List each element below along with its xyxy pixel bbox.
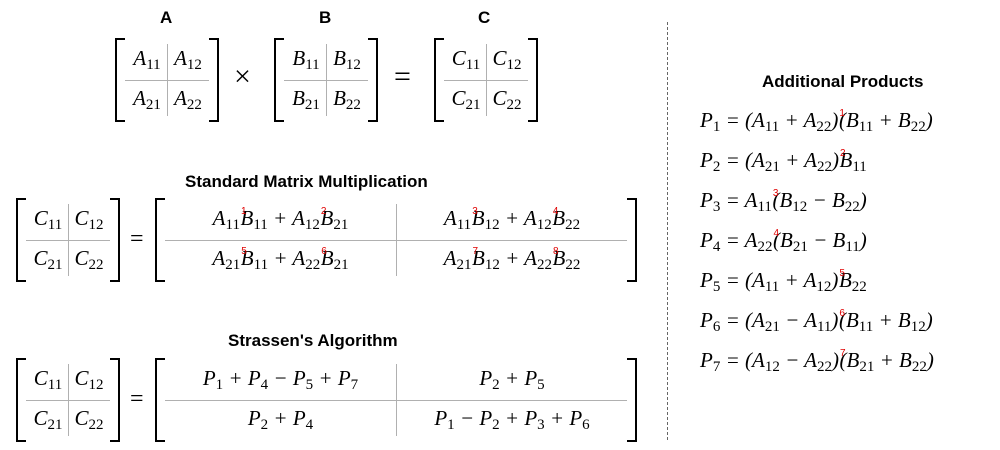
multiplication-marker: 3 — [472, 206, 478, 217]
matrix-c-cell: C11 — [451, 46, 481, 73]
standard-result-matrix: C11 C12 C21 C22 — [16, 198, 120, 282]
product-p4: P4 = A224(B21 − B11) — [700, 228, 867, 255]
product-p3: P3 = A113(B12 − B22) — [700, 188, 867, 215]
matrix-a-cell: A12 — [174, 46, 202, 73]
multiplication-marker: 8 — [552, 246, 559, 257]
product-marker: 5 — [839, 268, 845, 279]
matrix-c-cell: C12 — [492, 46, 522, 73]
product-marker: 3 — [772, 188, 779, 199]
strassen-result-matrix: C11 C12 C21 C22 — [16, 358, 120, 442]
times-sign: × — [234, 60, 251, 93]
product-marker: 6 — [839, 308, 845, 319]
additional-products-title: Additional Products — [762, 72, 924, 91]
multiplication-marker: 7 — [472, 246, 479, 257]
standard-cell: A113B12 + A124B22 — [443, 206, 581, 233]
product-p1: P1 = (A11 + A22)1(B11 + B22) — [700, 108, 933, 135]
strassen-equals-sign: = — [130, 386, 144, 412]
multiplication-marker: 6 — [321, 246, 327, 257]
standard-title: Standard Matrix Multiplication — [185, 172, 428, 191]
matrix-c-cell: C21 — [451, 86, 481, 113]
label-b: B — [319, 8, 332, 27]
equals-sign: = — [394, 60, 411, 93]
matrix-c: C11 C12 C21 C22 — [434, 38, 538, 122]
multiplication-marker: 5 — [241, 246, 247, 257]
multiplication-marker: 1 — [240, 206, 247, 217]
strassen-cell: P1 − P2 + P3 + P6 — [434, 406, 590, 433]
standard-cell: A215B11 + A226B21 — [212, 246, 349, 273]
product-p6: P6 = (A21 − A11)6(B11 + B12) — [700, 308, 933, 335]
strassen-cell: P1 + P4 − P5 + P7 — [202, 366, 359, 393]
strassen-title: Strassen's Algorithm — [228, 331, 398, 350]
multiplication-marker: 4 — [552, 206, 559, 217]
product-marker: 2 — [839, 148, 846, 159]
matrix-a-cell: A11 — [133, 46, 161, 73]
strassen-cell: P2 + P4 — [247, 406, 314, 433]
section-divider — [667, 22, 668, 440]
matrix-b-cell: B22 — [333, 86, 361, 113]
standard-equals-sign: = — [130, 226, 144, 252]
matrix-b-cell: B12 — [333, 46, 361, 73]
standard-expansion-matrix: A111B11 + A122B21 A113B12 + A124B22 A215… — [155, 198, 637, 282]
standard-cell: A111B11 + A122B21 — [212, 206, 349, 233]
label-a: A — [160, 8, 173, 27]
product-marker: 7 — [839, 348, 846, 359]
standard-cell: A217B12 + A228B22 — [443, 246, 581, 273]
product-p7: P7 = (A12 − A22)7(B21 + B22) — [700, 348, 934, 375]
product-marker: 4 — [773, 228, 780, 239]
matrix-a-cell: A22 — [174, 86, 202, 113]
matrix-b-cell: B11 — [292, 46, 320, 73]
label-c: C — [478, 8, 491, 27]
multiplication-marker: 2 — [320, 206, 327, 217]
matrix-a: A11 A12 A21 A22 — [115, 38, 219, 122]
product-p2: P2 = (A21 + A22)2B11 — [700, 148, 867, 175]
matrix-b: B11 B12 B21 B22 — [274, 38, 378, 122]
matrix-a-cell: A21 — [133, 86, 161, 113]
matrix-c-cell: C22 — [492, 86, 522, 113]
product-p5: P5 = (A11 + A12)5B22 — [700, 268, 867, 295]
strassen-expansion-matrix: P1 + P4 − P5 + P7 P2 + P5 P2 + P4 P1 − P… — [155, 358, 637, 442]
matrix-b-cell: B21 — [292, 86, 320, 113]
strassen-cell: P2 + P5 — [479, 366, 545, 393]
product-marker: 1 — [839, 108, 845, 119]
